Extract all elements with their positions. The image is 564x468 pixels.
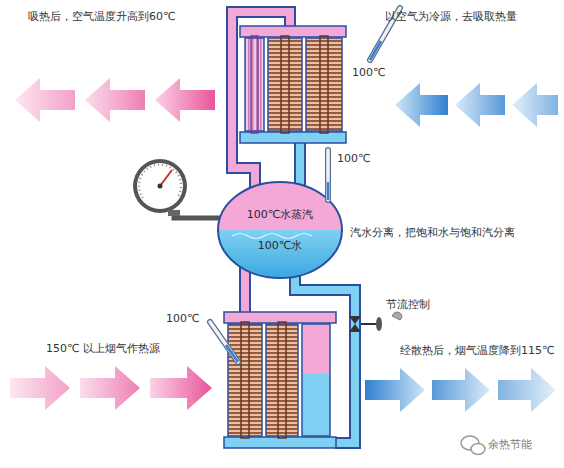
cold-source-note: 以空气为冷源，去吸取热量 <box>385 10 517 23</box>
temperature-reading: 100℃ <box>166 312 199 325</box>
hot-air-note: 吸热后，空气温度升高到60℃ <box>28 10 175 23</box>
separation-note: 汽水分离，把饱和水与饱和汽分离 <box>350 226 515 239</box>
thermometers <box>210 8 400 362</box>
cold-air-arrows <box>395 83 558 127</box>
water-surface <box>232 234 312 239</box>
pressure-gauge <box>133 159 187 216</box>
node-text: 100℃水蒸汽 <box>247 207 313 222</box>
bottom-heat-exchanger <box>224 312 336 448</box>
watermark: 余热节能 <box>488 438 532 451</box>
top-heat-exchanger <box>240 26 346 143</box>
steam-drum: 100℃水蒸汽 100℃水 <box>218 182 342 278</box>
flue-gas-in-arrows <box>10 366 212 410</box>
node-text: 100℃水 <box>258 238 302 253</box>
valve-label: 节流控制 <box>386 298 430 311</box>
heat-source-note: 150℃ 以上烟气作热源 <box>46 342 160 355</box>
flue-gas-note: 经散热后，烟气温度降到115℃ <box>400 344 554 357</box>
temperature-reading: 100℃ <box>337 152 370 165</box>
hot-air-arrows <box>15 78 215 122</box>
flue-gas-out-arrows <box>365 368 556 412</box>
watermark-icon <box>461 436 485 455</box>
throttle-valve <box>349 312 402 332</box>
steam-drum-shape <box>218 182 342 278</box>
pipes <box>174 12 355 443</box>
temperature-reading: 100℃ <box>352 66 385 79</box>
